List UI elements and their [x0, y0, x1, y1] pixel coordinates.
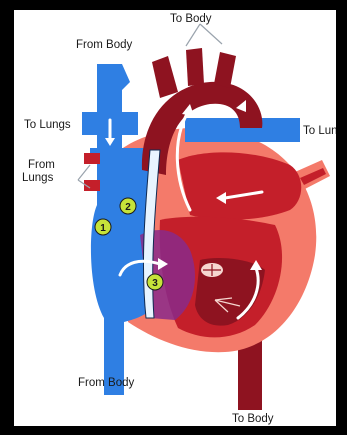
label-to-lungs-right: To Lun [303, 125, 336, 137]
marker-2: 2 [120, 198, 136, 214]
marker-2-label: 2 [125, 202, 131, 213]
label-from-body-bottom: From Body [78, 377, 134, 389]
left-atrium [178, 152, 301, 219]
aorta-branch-3 [214, 52, 236, 88]
label-to-body-top: To Body [170, 13, 212, 25]
marker-3-label: 3 [152, 278, 158, 289]
pulmonary-vein-upper [84, 153, 100, 164]
label-to-lungs-left: To Lungs [24, 119, 71, 131]
diagram-canvas: 1 2 3 To Body From Body To Lungs To Lun … [14, 10, 336, 426]
marker-1: 1 [95, 219, 111, 235]
leader-from-lungs-1 [78, 165, 90, 180]
label-to-body-bottom: To Body [232, 413, 274, 425]
label-from-lungs-1: From [28, 159, 55, 171]
aorta-branch-2 [186, 48, 204, 86]
valve-icon [201, 263, 223, 277]
heart-diagram: 1 2 3 To Body From Body To Lungs To Lun … [14, 10, 336, 426]
marker-1-label: 1 [100, 223, 106, 234]
marker-3: 3 [147, 274, 163, 290]
label-from-body-top: From Body [76, 39, 132, 51]
label-from-lungs-2: Lungs [22, 172, 54, 184]
leader-to-body-1 [186, 24, 200, 46]
aorta-branch-1 [152, 56, 178, 98]
leader-to-body-2 [200, 24, 222, 44]
